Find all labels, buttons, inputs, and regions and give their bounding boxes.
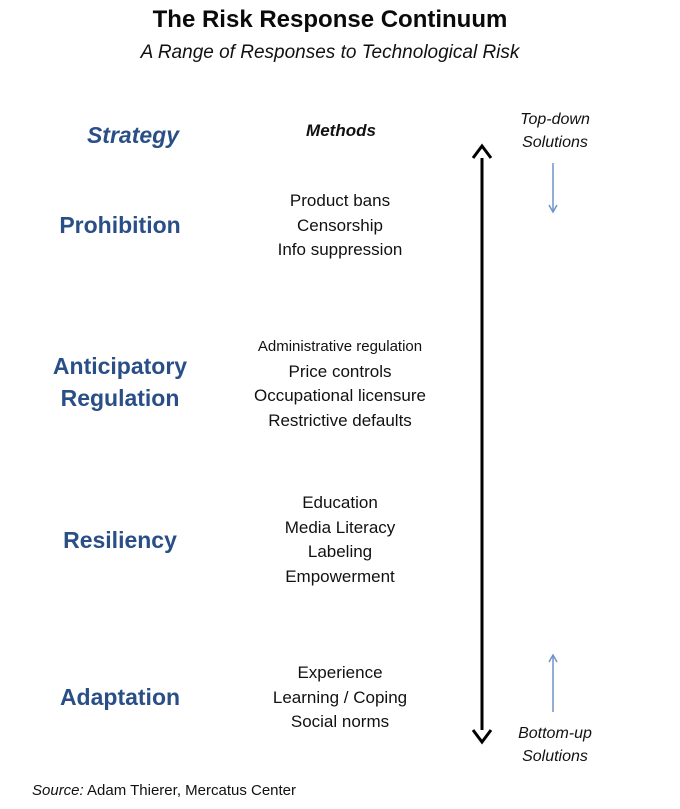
method-item: Learning / Coping <box>272 687 408 707</box>
method-item: Education <box>302 493 378 512</box>
up-arrow-icon <box>548 653 558 712</box>
strategy-anticipatory-regulation: Anticipatory Regulation <box>30 350 210 414</box>
source-prefix: Source: <box>32 782 84 799</box>
strategy-label: Regulation <box>60 385 180 411</box>
method-item: Occupational licensure <box>254 386 426 405</box>
method-item: Info suppression <box>277 240 403 259</box>
method-item: Empowerment <box>285 566 395 586</box>
strategy-adaptation: Adaptation <box>30 681 210 713</box>
strategy-prohibition: Prohibition <box>30 209 210 241</box>
method-item: Labeling <box>307 542 373 561</box>
strategy-label: Resiliency <box>63 527 177 553</box>
method-item: Censorship <box>297 215 383 235</box>
source-caption: Source: Adam Thierer, Mercatus Center <box>32 782 296 799</box>
method-item: Experience <box>297 663 383 682</box>
methods-column-header: Methods <box>306 121 376 140</box>
methods-adaptation: Experience Learning / Coping Social norm… <box>220 661 460 735</box>
method-item: Product bans <box>289 191 391 210</box>
bottom-up-label: Bottom-up Solutions <box>518 725 592 765</box>
down-arrow-icon <box>548 163 558 214</box>
methods-resiliency: Education Media Literacy Labeling Empowe… <box>220 491 460 589</box>
method-item: Restrictive defaults <box>268 410 412 430</box>
continuum-double-arrow-icon <box>471 143 493 745</box>
strategy-label: Anticipatory <box>52 353 188 379</box>
source-text: Adam Thierer, Mercatus Center <box>87 782 297 799</box>
strategy-label: Prohibition <box>59 212 181 238</box>
diagram-title: The Risk Response Continuum <box>152 6 508 33</box>
method-item: Social norms <box>290 712 390 731</box>
methods-prohibition: Product bans Censorship Info suppression <box>220 189 460 263</box>
strategy-resiliency: Resiliency <box>30 524 210 556</box>
strategy-column-header: Strategy <box>86 122 180 148</box>
strategy-label: Adaptation <box>59 684 181 710</box>
methods-anticipatory-regulation: Administrative regulation Price controls… <box>220 335 460 433</box>
method-item: Media Literacy <box>284 517 396 537</box>
diagram-subtitle: A Range of Responses to Technological Ri… <box>140 42 520 63</box>
method-item: Price controls <box>288 361 392 381</box>
method-item: Administrative regulation <box>257 338 423 355</box>
top-down-label: Top-down Solutions <box>520 111 590 151</box>
